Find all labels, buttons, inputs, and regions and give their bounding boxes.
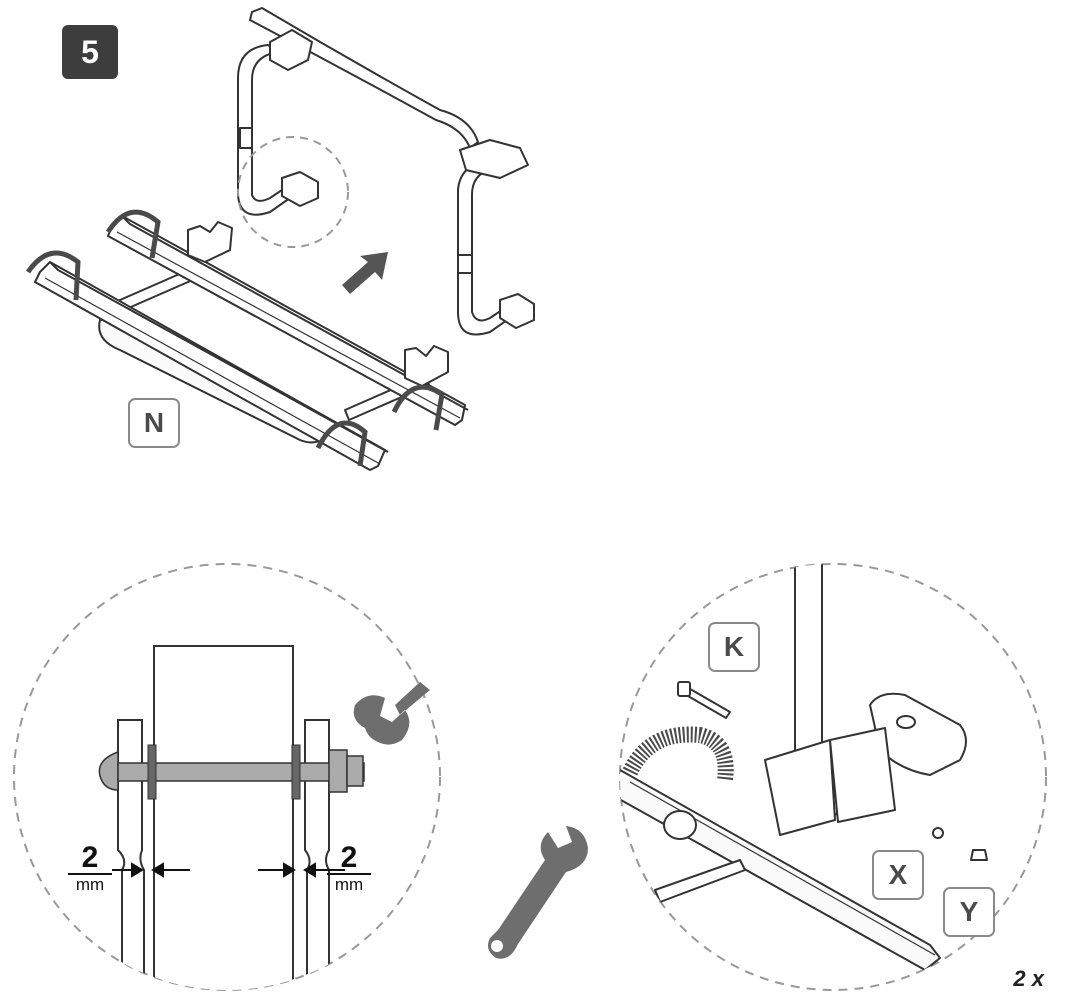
- part-label-y: Y: [943, 887, 995, 937]
- wrench-icon: [353, 682, 430, 745]
- frame-straps: [25, 209, 445, 467]
- gap-label-left: 2 mm: [68, 843, 112, 895]
- carrier-base-frame: [34, 215, 469, 471]
- holder-frame: [237, 7, 535, 336]
- gap-label-right: 2 mm: [327, 843, 371, 895]
- bolt-icon: [98, 744, 365, 800]
- gap-right-unit: mm: [327, 873, 371, 895]
- dimension-arrows: [112, 862, 345, 878]
- gap-left-value: 2: [81, 841, 99, 874]
- step-number-badge: 5: [62, 25, 118, 79]
- left-detail-circle: [13, 563, 441, 991]
- right-detail-circle: [619, 563, 1047, 991]
- part-label-n: N: [128, 398, 180, 448]
- gap-left-unit: mm: [68, 873, 112, 895]
- part-label-k: K: [708, 622, 760, 672]
- gap-detail: [98, 645, 365, 990]
- detail-circle: [237, 136, 349, 248]
- strap: [622, 726, 734, 782]
- part-label-x: X: [872, 850, 924, 900]
- gap-right-value: 2: [340, 841, 358, 874]
- arrow-icon: [342, 252, 388, 294]
- large-wrench-icon: [488, 826, 588, 959]
- quantity-label: 2 x: [1013, 966, 1044, 991]
- mounting-detail: [620, 564, 988, 971]
